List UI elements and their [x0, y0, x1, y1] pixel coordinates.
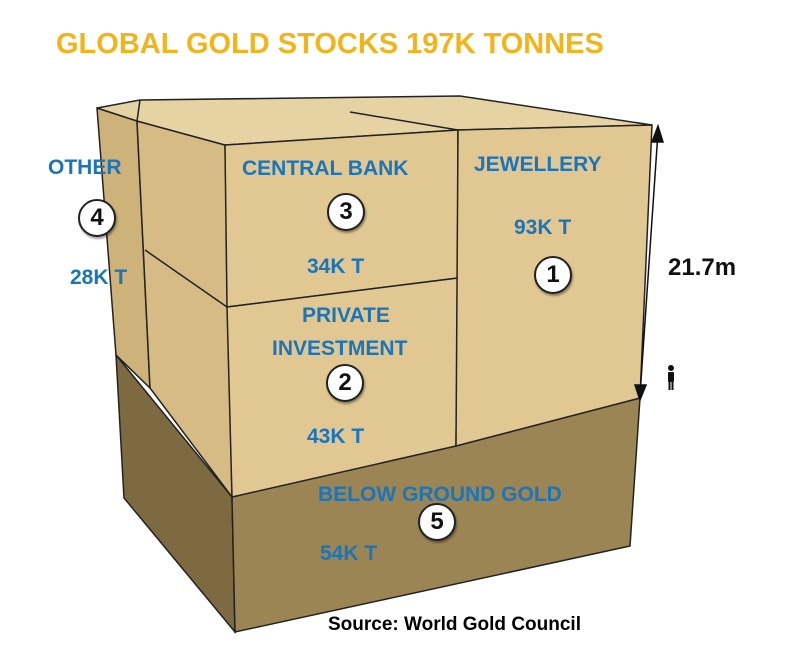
- top-divider: [136, 99, 141, 122]
- infographic-title: GLOBAL GOLD STOCKS 197K TONNES: [56, 28, 604, 60]
- jewellery-label: JEWELLERY: [474, 153, 602, 176]
- private-investment-label-line1: PRIVATE: [302, 304, 390, 327]
- height-label: 21.7m: [668, 254, 737, 281]
- top-divider: [349, 111, 459, 131]
- private-investment-number-badge: 2: [326, 364, 364, 402]
- person-icon: [668, 365, 674, 390]
- source-caption: Source: World Gold Council: [328, 614, 581, 635]
- height-arrow: [633, 123, 665, 403]
- central-bank-value: 34K T: [307, 255, 365, 278]
- central-bank-label: CENTRAL BANK: [242, 157, 409, 180]
- central-bank-number-badge: 3: [327, 193, 365, 231]
- jewellery-value: 93K T: [514, 216, 572, 239]
- below-ground-value: 54K T: [320, 542, 378, 565]
- other-label: OTHER: [48, 156, 122, 179]
- side-divider: [144, 249, 228, 308]
- private-investment-label-line2: INVESTMENT: [272, 337, 408, 360]
- below-ground-label: BELOW GROUND GOLD: [318, 483, 562, 506]
- jewellery-number-badge: 1: [534, 256, 572, 294]
- other-number-badge: 4: [78, 199, 116, 237]
- other-value: 28K T: [70, 266, 128, 289]
- below-ground-number-badge: 5: [418, 503, 456, 541]
- private-investment-value: 43K T: [307, 425, 365, 448]
